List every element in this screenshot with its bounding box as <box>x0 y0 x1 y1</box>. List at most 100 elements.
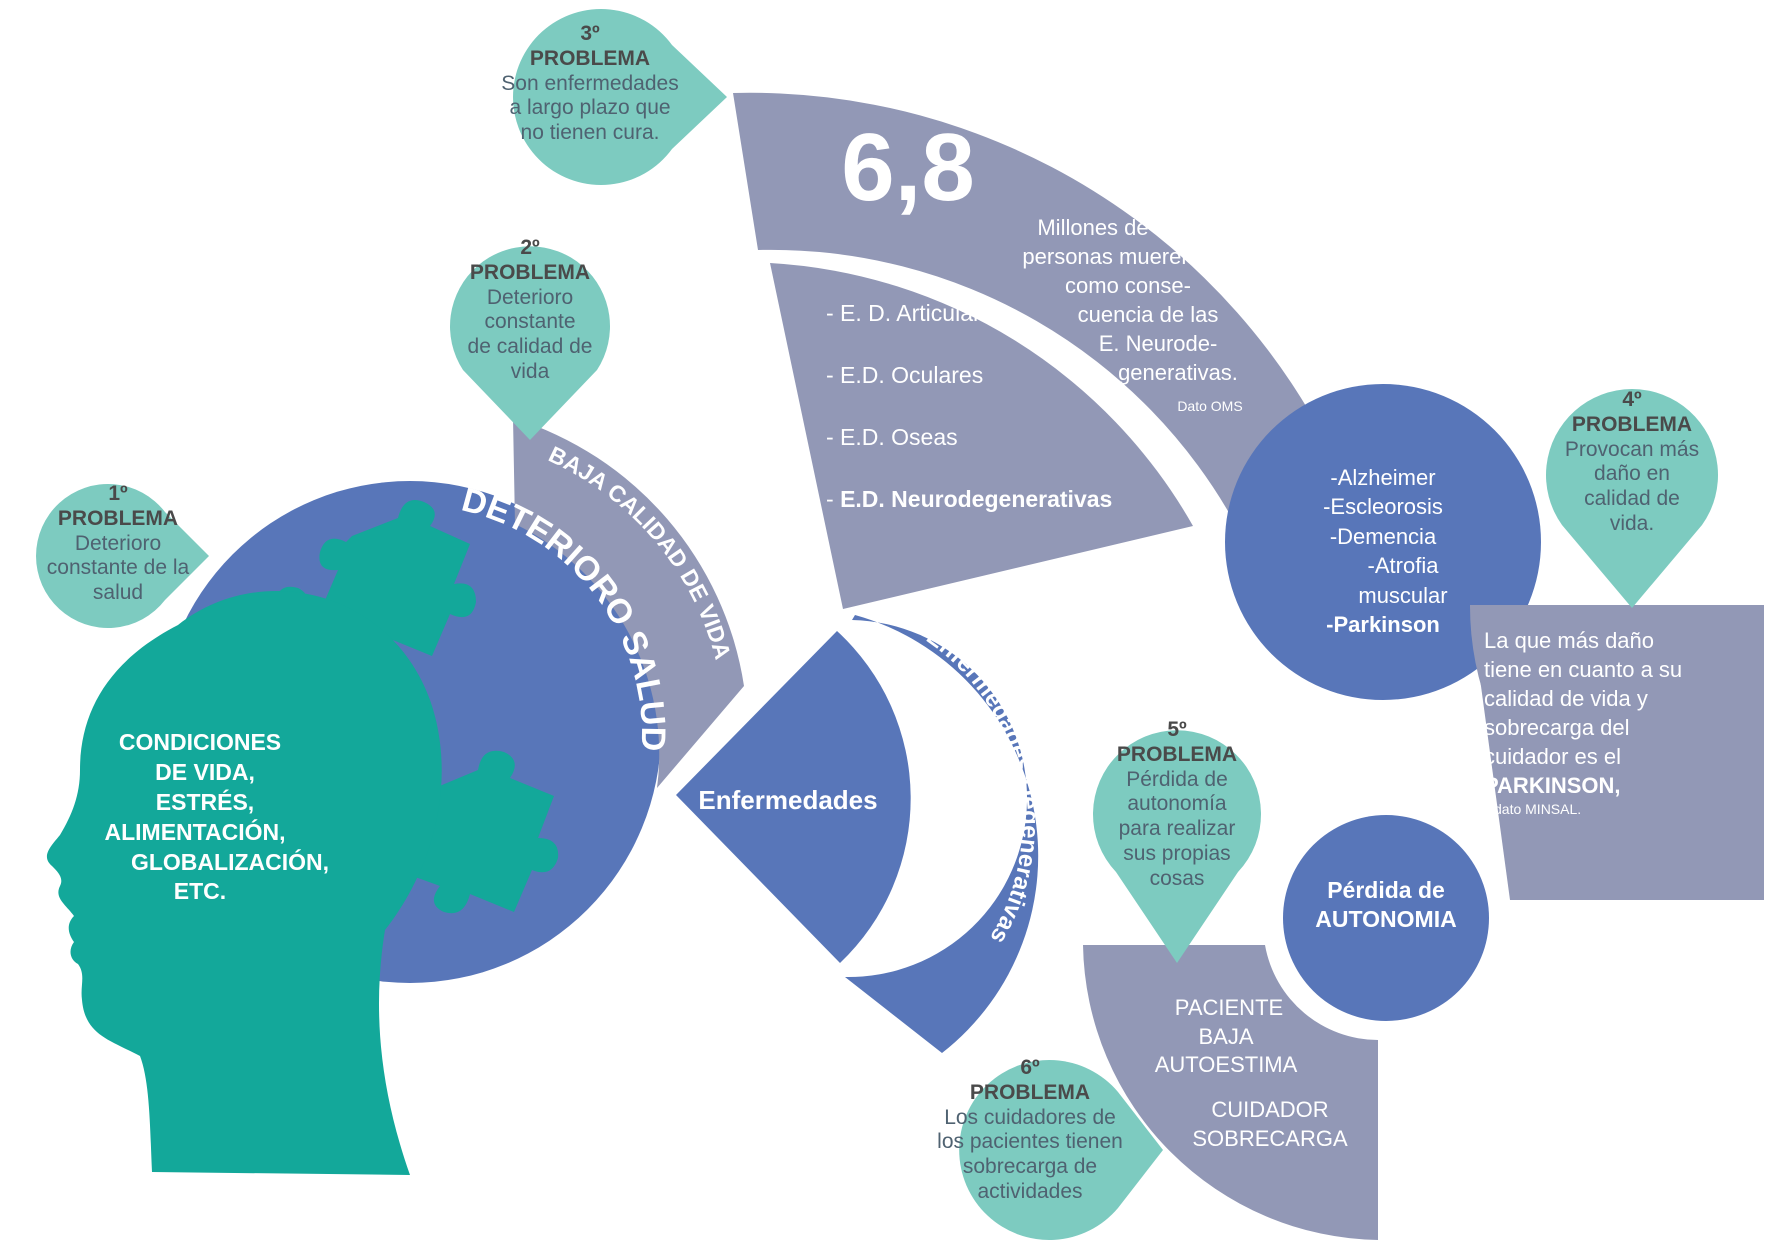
problem-1: 1º PROBLEMA Deterioro constante de la sa… <box>18 482 218 606</box>
problem-5: 5º PROBLEMA Pérdida de autonomía para re… <box>1092 718 1262 891</box>
ed-highlight-text: E.D. Neurodegenerativas <box>840 486 1113 512</box>
problem-text-line: Son enfermedades <box>501 71 679 95</box>
ed-item: - E.D. Oculares <box>826 362 984 388</box>
stat-source: Dato OMS <box>1177 398 1243 414</box>
problem-text-line: Deterioro <box>74 531 162 555</box>
stat-text: Millones de personas mueren como conse- … <box>998 213 1258 387</box>
problem-text-line: no tienen cura. <box>520 121 660 145</box>
parkinson-text: La que más daño tiene en cuanto a su cal… <box>1484 626 1754 819</box>
paciente-text: PACIENTE BAJA AUTOESTIMA <box>1126 994 1326 1080</box>
neuro-circle <box>1225 384 1541 700</box>
problem-text-line: los pacientes tienen <box>937 1130 1123 1154</box>
parkinson-line: sobrecarga del <box>1484 715 1630 741</box>
parkinson-line: tiene en cuanto a su <box>1484 657 1683 683</box>
problem-text-line: Pérdida de <box>1126 767 1228 791</box>
problem-text-line: vida. <box>1609 511 1655 535</box>
teardrops <box>36 9 1718 1240</box>
problem-title: PROBLEMA <box>469 260 591 284</box>
parkinson-box-fill <box>1470 605 1764 900</box>
parkinson-bold: PARKINSON, <box>1484 773 1621 799</box>
problem-text-line: Los cuidadores de <box>944 1105 1116 1129</box>
neuro-item: -Atrofia muscular <box>1358 553 1448 608</box>
head-text-line: ESTRÉS, <box>155 788 255 815</box>
problem-title: PROBLEMA <box>529 46 651 70</box>
paciente-line: BAJA <box>1198 1023 1254 1049</box>
ed-item-highlight: - E.D. Neurodegenerativas <box>826 486 1226 513</box>
teardrop-5 <box>1093 730 1261 963</box>
stat-line: como conse- <box>1065 273 1191 299</box>
autonomia-label: Pérdida de AUTONOMIA <box>1296 876 1476 935</box>
stat-band <box>733 92 1340 528</box>
teardrop-4 <box>1546 389 1718 608</box>
teardrop-1 <box>36 484 210 628</box>
teardrop-2 <box>449 246 610 440</box>
paciente-line: PACIENTE <box>1174 995 1284 1020</box>
parkinson-line: cuidador es el <box>1484 744 1621 770</box>
neuro-item: -Escleorosis <box>1323 494 1443 520</box>
ed-highlight-prefix: - <box>826 486 841 512</box>
cuidador-text: CUIDADOR SOBRECARGA <box>1170 1096 1370 1153</box>
stat-number: 6,8 <box>841 114 975 221</box>
parkinson-source: dato MINSAL. <box>1494 801 1582 818</box>
problem-text-line: actividades <box>977 1179 1083 1203</box>
enf-degenerativas-band <box>845 615 1039 1053</box>
neuro-item: -Alzheimer <box>1330 465 1436 490</box>
problem-3: 3º PROBLEMA Son enfermedades a largo pla… <box>485 22 695 146</box>
problem-text-line: sobrecarga de <box>962 1155 1098 1179</box>
cuidador-line: CUIDADOR <box>1211 1097 1329 1122</box>
teardrop-3 <box>513 9 727 186</box>
problem-title: PROBLEMA <box>1116 742 1238 766</box>
problem-text-line: a largo plazo que <box>509 96 671 120</box>
problem-title: PROBLEMA <box>969 1080 1091 1104</box>
ed-sector <box>770 263 1193 609</box>
head-silhouette <box>46 591 442 1175</box>
problem-text-line: sus propias <box>1123 841 1231 865</box>
problem-4: 4º PROBLEMA Provocan más daño en calidad… <box>1542 388 1722 537</box>
stat-line: cuencia de las <box>1077 302 1219 328</box>
problem-num: 2º <box>520 236 540 259</box>
head-text-line: GLOBALIZACIÓN, <box>130 848 330 875</box>
autonomia-line: Pérdida de <box>1327 877 1445 903</box>
problem-text-line: para realizar <box>1118 817 1236 841</box>
problem-num: 5º <box>1167 718 1187 741</box>
problem-text-line: cosas <box>1149 866 1205 890</box>
head-text: CONDICIONES DE VIDA, ESTRÉS, ALIMENTACIÓ… <box>60 728 400 907</box>
problem-title: PROBLEMA <box>57 506 179 530</box>
problem-text-line: daño en <box>1594 462 1670 486</box>
stat-line: generativas. <box>1118 360 1238 386</box>
stat-line: personas mueren <box>1022 244 1194 270</box>
problem-text-line: constante <box>484 310 576 334</box>
problem-text-line: salud <box>92 581 144 605</box>
problem-text-line: calidad de <box>1584 487 1680 511</box>
head-text-line: DE VIDA, <box>155 758 255 785</box>
parkinson-line: calidad de vida y <box>1484 686 1648 712</box>
neuro-item: -Demencia <box>1329 523 1437 549</box>
stat-line: E. Neurode- <box>1098 331 1218 357</box>
baja-calidad-band <box>513 418 744 788</box>
problem-num: 3º <box>580 22 600 45</box>
problem-text-line: autonomía <box>1127 792 1227 816</box>
problem-text-line: de calidad de <box>467 335 593 359</box>
head-text-line: CONDICIONES <box>118 729 282 755</box>
problem-num: 4º <box>1622 388 1642 411</box>
problem-title: PROBLEMA <box>1571 412 1693 436</box>
autonomia-circle <box>1283 815 1489 1021</box>
autonomia-line: AUTONOMIA <box>1315 906 1457 933</box>
enfermedades-label: Enfermedades <box>698 785 878 815</box>
problem-2: 2º PROBLEMA Deterioro constante de calid… <box>430 236 630 385</box>
problem-text-line: Deterioro <box>486 285 574 309</box>
enf-degenerativas-label: Enfermedades Degenerativas <box>921 623 1043 949</box>
parkinson-line: La que más daño <box>1484 628 1655 653</box>
problem-text-line: constante de la <box>46 556 190 580</box>
ed-item: - E.D. Oseas <box>826 424 958 450</box>
problem-6: 6º PROBLEMA Los cuidadores de los pacien… <box>920 1056 1140 1205</box>
problem-text-line: Provocan más <box>1564 437 1700 461</box>
head-text-line: ETC. <box>173 878 227 905</box>
problem-num: 1º <box>108 482 128 505</box>
ed-list: - E. D. Articular - E.D. Oculares - E.D.… <box>826 300 1226 513</box>
cuidador-line: SOBRECARGA <box>1192 1125 1348 1151</box>
head-text-line: ALIMENTACIÓN, <box>104 818 286 845</box>
stat-line: Millones de <box>1037 215 1149 240</box>
